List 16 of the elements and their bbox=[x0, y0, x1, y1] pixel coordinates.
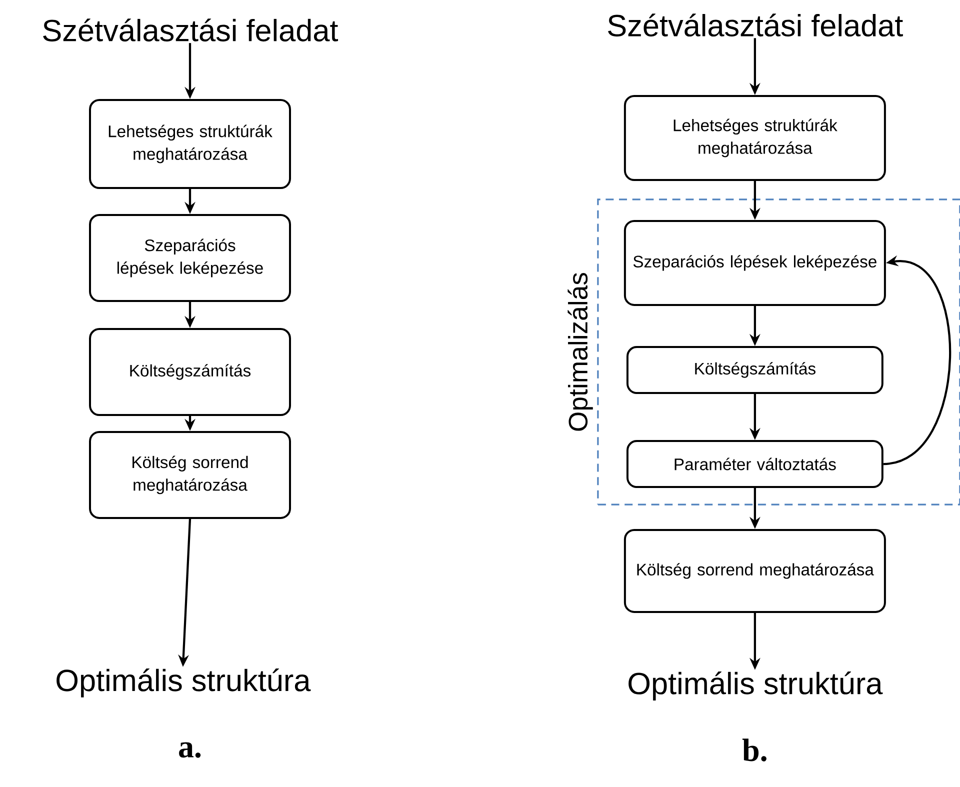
process-box: Költségszámítás bbox=[626, 346, 884, 394]
panel-label: b. bbox=[742, 738, 766, 762]
node-label: Optimalizálás bbox=[568, 273, 593, 431]
panel-label: a. bbox=[179, 742, 201, 758]
process-box: Paraméter változtatás bbox=[626, 440, 884, 488]
flow-text: Szétválasztási feladat bbox=[608, 14, 903, 37]
flow-text: Optimális struktúra bbox=[56, 668, 311, 698]
process-box: Lehetséges struktúrák meghatározása bbox=[89, 99, 291, 190]
flow-text: Optimális struktúra bbox=[628, 672, 883, 700]
process-box: Költségszámítás bbox=[89, 328, 291, 416]
process-box: Költség sorrend meghatározása bbox=[624, 528, 886, 613]
process-box: Szeparációs lépések leképezése bbox=[624, 220, 886, 306]
process-box: Lehetséges struktúrák meghatározása bbox=[624, 95, 886, 182]
process-box: Szeparációs lépések leképezése bbox=[89, 214, 291, 302]
flow-text: Szétválasztási feladat bbox=[43, 18, 338, 42]
process-box: Költség sorrend meghatározása bbox=[89, 430, 291, 519]
